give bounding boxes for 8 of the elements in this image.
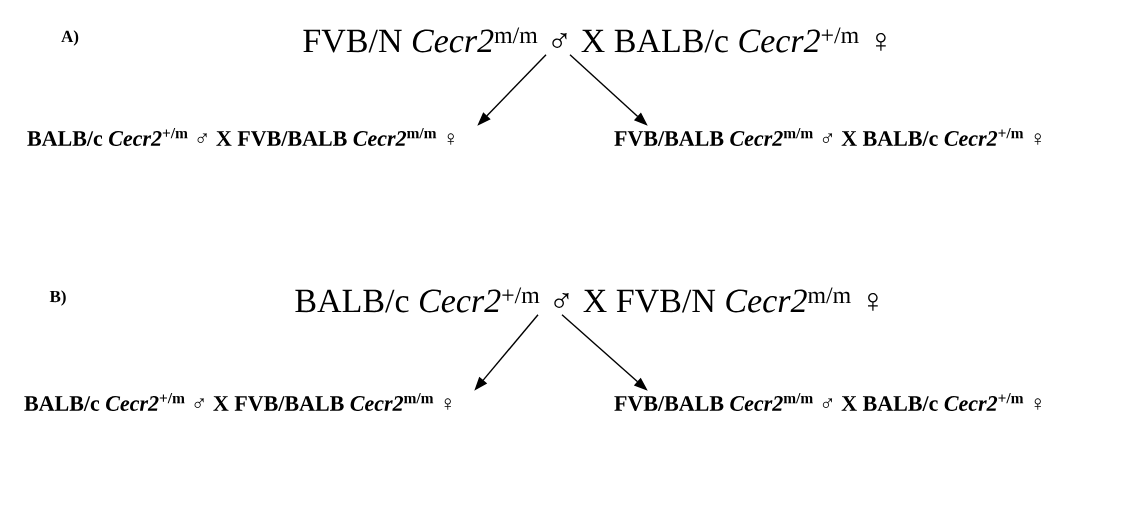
offspring-cross: BALB/c Cecr2$^{+/m}$ ♂ X FVB/BALB Cecr2$^{m/m}$ ♀ <box>24 393 451 411</box>
cross-heading: FVB/N Cecr2$^{m/m}$ ♂ X BALB/c Cecr2$^{+/m}$ ♀ <box>303 27 886 53</box>
cross-heading: BALB/c Cecr2$^{+/m}$ ♂ X FVB/N Cecr2$^{m/m}$ ♀ <box>295 287 878 313</box>
panel-label: B) <box>49 290 66 306</box>
offspring-cross: FVB/BALB Cecr2$^{m/m}$ ♂ X BALB/c Cecr2$^{+/m}$ ♀ <box>614 128 1041 146</box>
panel-label: A) <box>61 30 79 46</box>
offspring-cross: BALB/c Cecr2$^{+/m}$ ♂ X FVB/BALB Cecr2$^{m/m}$ ♀ <box>27 128 454 146</box>
offspring-cross: FVB/BALB Cecr2$^{m/m}$ ♂ X BALB/c Cecr2$^{+/m}$ ♀ <box>614 393 1041 411</box>
